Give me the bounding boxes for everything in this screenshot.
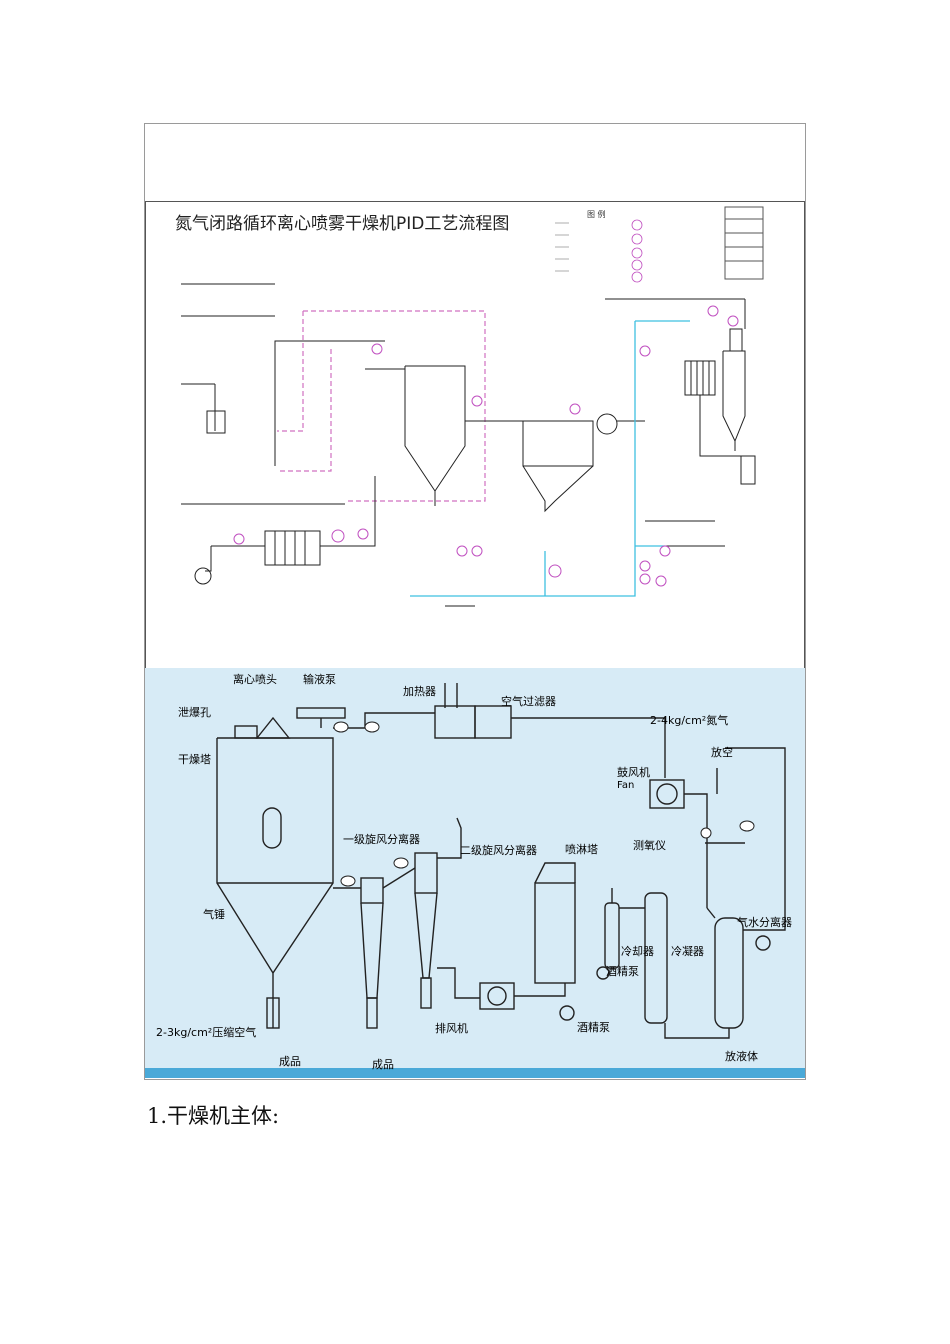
pid-diagram: 氮气闭路循环离心喷雾干燥机PID工艺流程图 图 例 (145, 201, 805, 731)
label-exhaust-fan: 排风机 (435, 1021, 468, 1035)
legend-symbols (555, 219, 643, 283)
label-air-filter: 空气过滤器 (501, 694, 556, 708)
label-nozzle: 离心喷头 (233, 672, 277, 686)
legend-box (724, 206, 764, 280)
label-alcohol-pump-b: 酒精泵 (577, 1021, 610, 1034)
label-blower: 鼓风机 (617, 765, 650, 779)
label-product-1: 成品 (279, 1055, 301, 1068)
pid-legend-title: 图 例 (587, 209, 606, 219)
instrument-bubbles (233, 305, 739, 587)
coolant-line (410, 320, 690, 597)
nitrogen-loop-dashed (277, 310, 486, 502)
section-caption: 1.干燥机主体: (147, 1104, 280, 1128)
label-condenser: 冷凝器 (671, 944, 704, 958)
figure-frame: 氮气闭路循环离心喷雾干燥机PID工艺流程图 图 例 (144, 123, 806, 1080)
label-product-2: 成品 (372, 1058, 394, 1071)
label-oxygen-meter: 测氧仪 (633, 838, 666, 852)
label-nitrogen: 2-4kg/cm²氮气 (650, 713, 728, 727)
label-vent: 放空 (711, 745, 733, 759)
label-compressed-air: 2-3kg/cm²压缩空气 (156, 1025, 256, 1039)
label-blower-en: Fan (617, 780, 634, 791)
equipment-flow-svg: 离心喷头 输液泵 加热器 空气过滤器 泄爆孔 干燥塔 2-4kg/cm²氮气 鼓… (145, 668, 805, 1078)
label-feed-pump: 输液泵 (303, 672, 336, 686)
label-liquid-drain: 放液体 (725, 1049, 758, 1063)
process-lines (181, 283, 756, 607)
equipment-outlines (216, 683, 786, 1039)
instrument-tags (333, 721, 755, 887)
label-alcohol-pump-a: 酒精泵 (606, 965, 639, 978)
label-cooler: 冷却器 (621, 945, 654, 958)
equipment-flow-diagram: 离心喷头 输液泵 加热器 空气过滤器 泄爆孔 干燥塔 2-4kg/cm²氮气 鼓… (145, 668, 805, 1078)
label-air-hammer: 气锤 (203, 907, 225, 921)
label-gas-water-sep: 气水分离器 (737, 915, 792, 929)
pid-title: 氮气闭路循环离心喷雾干燥机PID工艺流程图 (175, 214, 509, 234)
label-cyclone-1: 一级旋风分离器 (343, 832, 420, 846)
label-explosion-vent: 泄爆孔 (178, 705, 211, 719)
label-spray-tower: 喷淋塔 (565, 843, 598, 856)
label-cyclone-2: 二级旋风分离器 (460, 843, 537, 857)
label-dryer-tower: 干燥塔 (178, 753, 211, 766)
label-heater: 加热器 (403, 685, 436, 698)
